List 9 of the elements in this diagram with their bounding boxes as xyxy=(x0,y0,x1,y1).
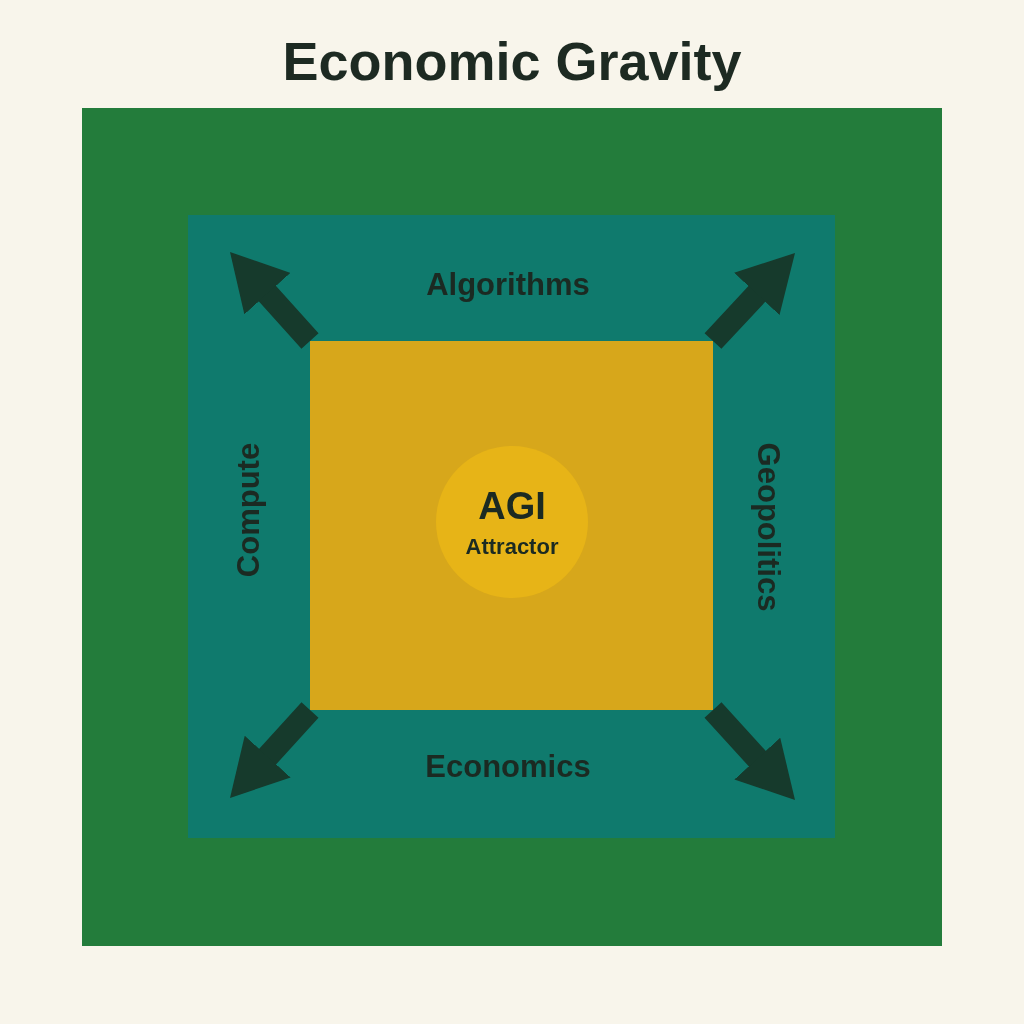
band-label: Compute xyxy=(232,442,264,578)
inner-square xyxy=(310,341,713,710)
circle-subheading: Attractor xyxy=(465,536,559,558)
circle-heading: AGI xyxy=(478,487,546,525)
band-label: Geopolitics xyxy=(752,442,784,612)
outer-square xyxy=(82,108,942,946)
middle-square xyxy=(188,215,835,838)
band-label: Economics xyxy=(425,750,591,782)
band-label: Algorithms xyxy=(426,268,590,300)
